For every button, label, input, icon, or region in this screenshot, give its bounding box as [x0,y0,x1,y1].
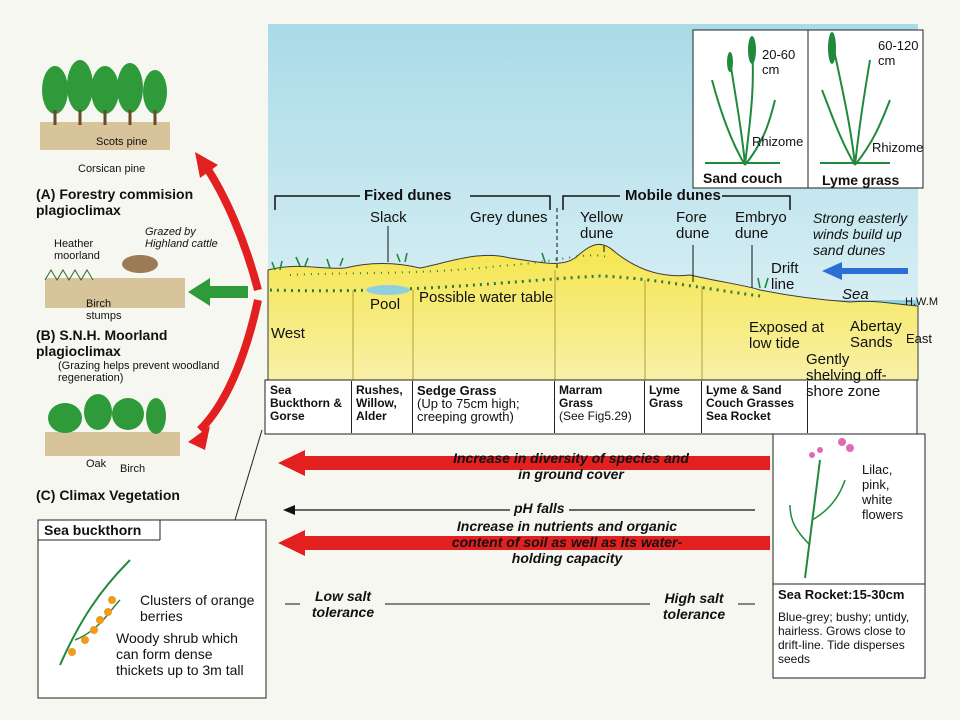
a-title: (A) Forestry commision plagioclimax [36,186,194,218]
gradient-arrows [278,450,770,605]
mobile-dunes-label: Mobile dunes [625,187,721,204]
low-salt-text: Low salt tolerance [311,588,375,620]
ph-text: pH falls [510,500,569,516]
wind-arrow [822,262,908,280]
embryo-dune-label: Embryo dune [735,209,787,242]
abertay-label: Abertay Sands [850,318,902,351]
sea-buckthorn-drawing [59,559,131,666]
sand-couch-height: 20-60 cm [762,47,796,77]
sand-dunes [267,243,919,381]
sea-buckthorn-box [37,519,267,699]
green-arrow [188,278,248,306]
sea-rocket-title: Sea Rocket:15-30cm [778,587,905,602]
sea-rocket-desc: Blue-grey; bushy; untidy, hairless. Grow… [778,610,910,666]
pool-label: Pool [370,296,401,313]
hwm-label: H.W.M [905,296,938,308]
nutrients-text: Increase in nutrients and organic conten… [451,518,683,566]
dune-plants [271,252,769,289]
label-pointers [387,226,753,288]
slack-label: Slack [370,209,407,226]
veg-cell-lyme: Lyme Grass [645,381,702,433]
shrub-label: Woody shrub which can form dense thicket… [116,630,244,678]
vegetation-row-box [264,379,918,435]
exposed-label: Exposed at low tide [749,319,825,352]
west-label: West [271,325,305,342]
veg-cell-sedge: Sedge Grass(Up to 75cm high; creeping gr… [413,381,555,433]
sea-rocket-drawing [789,438,854,579]
fixed-dunes-label: Fixed dunes [364,187,452,204]
sand-couch-rhizome: Rhizome [752,134,804,149]
fore-dune-label: Fore dune [676,209,710,242]
lyme-rhizome: Rhizome [872,140,924,155]
slack-pool [366,285,410,295]
dune-brackets [274,195,791,210]
flowers-label: Lilac, pink, white flowers [862,462,904,522]
sea-buckthorn-title: Sea buckthorn [44,522,142,538]
veg-cell-marram: Marram Grass(See Fig5.29) [555,381,645,433]
veg-cell-rushes: Rushes, Willow, Alder [352,381,413,433]
sea-rocket-box [772,433,926,585]
sand-couch-spike [748,36,756,64]
water-table-label: Possible water table [419,289,554,306]
diversity-text: Increase in diversity of species and in … [453,450,689,482]
b-title: (B) S.N.H. Moorland plagioclimax [36,327,168,359]
moorland-drawing [44,255,185,308]
birch-label: Birch [120,463,146,475]
berries-label: Clusters of orange berries [140,592,255,624]
climax-drawing [45,394,180,456]
sand-couch-title: Sand couch [703,170,783,186]
wind-note: Strong easterly winds build up sand dune… [813,210,908,258]
water-table-line [269,274,761,298]
veg-cell-sea-buckthorn: Sea Buckthorn & Gorse [266,381,352,433]
oak-label: Oak [86,458,107,470]
forestry-drawing [40,60,170,150]
grey-dunes-label: Grey dunes [470,209,548,226]
c-title: (C) Climax Vegetation [36,487,180,503]
dune-vegetation-dots [289,254,611,276]
lyme-grass-spike [828,32,836,64]
shelving-label: Gently shelving off-shore zone [806,351,887,400]
corsican-pine-label: Corsican pine [78,163,146,175]
yellow-dune-label: Yellow dune [580,209,623,242]
grazed-label: Grazed by Highland cattle [145,226,218,250]
veg-cell-lyme-sand: Lyme & Sand Couch Grasses Sea Rocket [702,381,808,433]
scots-pine-label: Scots pine [96,136,148,148]
heather-label: Heather moorland [54,238,100,262]
lyme-grass-title: Lyme grass [822,172,900,188]
sea-label: Sea [842,286,869,303]
high-salt-text: High salt tolerance [662,590,726,622]
curved-red-arrow [201,162,262,292]
zone-divider-lines [352,270,703,381]
lyme-grass-height: 60-120 cm [878,38,919,68]
b-note: (Grazing helps prevent woodland regenera… [58,360,220,384]
drift-line-label: Drift line [771,260,799,293]
east-label: East [906,331,933,346]
birch-stumps-label: Birch stumps [86,298,122,322]
